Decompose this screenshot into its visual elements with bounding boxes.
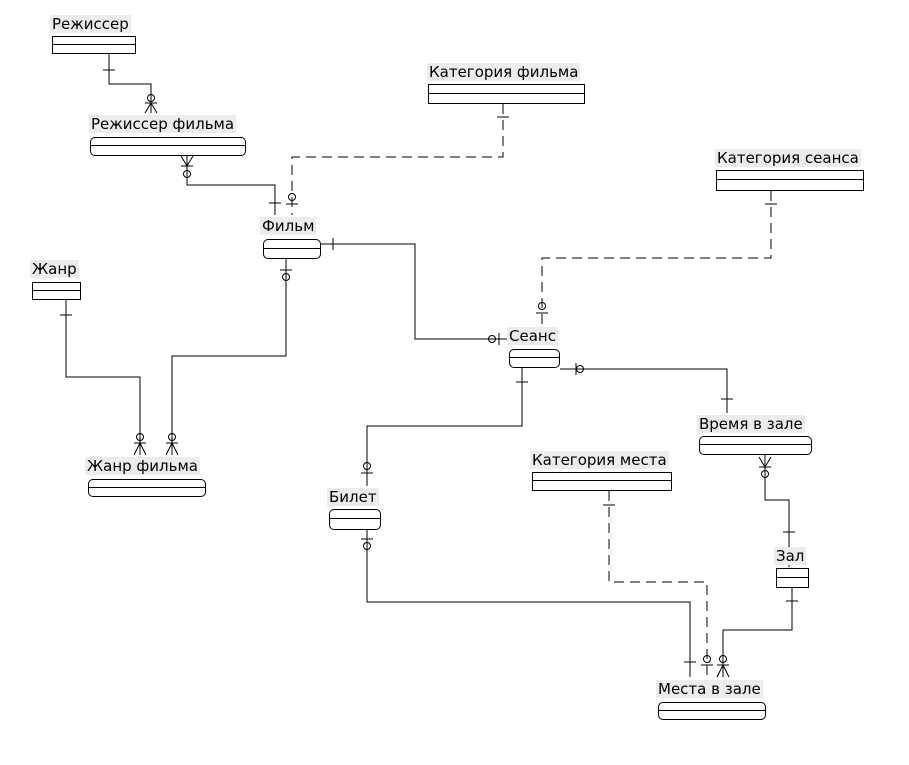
entity-label-rezhisser-filma: Режиссер фильма bbox=[89, 115, 237, 133]
entity-label-mesta-v-zale: Места в зале bbox=[656, 680, 763, 698]
entity-label-zal: Зал bbox=[774, 547, 807, 565]
rel-rezhisser-filma-film bbox=[180, 155, 281, 215]
rel-seans-bilet bbox=[361, 368, 528, 486]
entity-box-film[interactable] bbox=[263, 239, 321, 259]
entity-box-bilet[interactable] bbox=[329, 509, 381, 530]
entity-label-rezhisser: Режиссер bbox=[50, 15, 131, 33]
entity-box-kategoriya-mesta[interactable] bbox=[532, 472, 672, 491]
entity-box-seans[interactable] bbox=[509, 349, 560, 368]
entity-box-mesta-v-zale[interactable] bbox=[658, 702, 766, 720]
entity-box-kategoriya-filma[interactable] bbox=[428, 84, 585, 104]
rel-seans-vremya-v-zale bbox=[560, 363, 733, 413]
entity-label-zhanr-filma: Жанр фильма bbox=[85, 457, 200, 475]
entity-label-zhanr: Жанр bbox=[30, 260, 79, 278]
rel-kategoriya-seansa-seans bbox=[536, 191, 777, 325]
entity-box-zal[interactable] bbox=[776, 568, 809, 588]
entity-box-rezhisser-filma[interactable] bbox=[90, 137, 246, 156]
rel-bilet-mesta-v-zale bbox=[361, 530, 696, 677]
entity-label-kategoriya-seansa: Категория сеанса bbox=[715, 149, 861, 167]
rel-vremya-v-zale-zal bbox=[758, 455, 795, 567]
entity-box-kategoriya-seansa[interactable] bbox=[716, 170, 864, 191]
rel-rezhisser-rezhisser-filma bbox=[103, 54, 158, 114]
entity-label-kategoriya-filma: Категория фильма bbox=[427, 63, 581, 81]
rel-kategoriya-mesta-mesta-v-zale bbox=[603, 491, 713, 677]
entity-box-rezhisser[interactable] bbox=[52, 36, 136, 54]
rel-kategoriya-filma-film bbox=[286, 104, 509, 215]
rel-zal-mesta-v-zale bbox=[716, 588, 798, 678]
entity-box-zhanr-filma[interactable] bbox=[88, 479, 206, 497]
rel-zhanr-zhanr-filma bbox=[60, 300, 147, 456]
rel-film-zhanr-filma bbox=[165, 259, 292, 456]
entity-label-film: Фильм bbox=[260, 217, 317, 235]
entity-label-seans: Сеанс bbox=[507, 327, 558, 345]
rel-film-seans bbox=[321, 238, 508, 345]
entity-label-kategoriya-mesta: Категория места bbox=[530, 451, 669, 469]
entity-box-zhanr[interactable] bbox=[32, 282, 81, 300]
entity-label-bilet: Билет bbox=[327, 488, 379, 506]
entity-box-vremya-v-zale[interactable] bbox=[699, 436, 812, 455]
entity-label-vremya-v-zale: Время в зале bbox=[697, 415, 805, 433]
